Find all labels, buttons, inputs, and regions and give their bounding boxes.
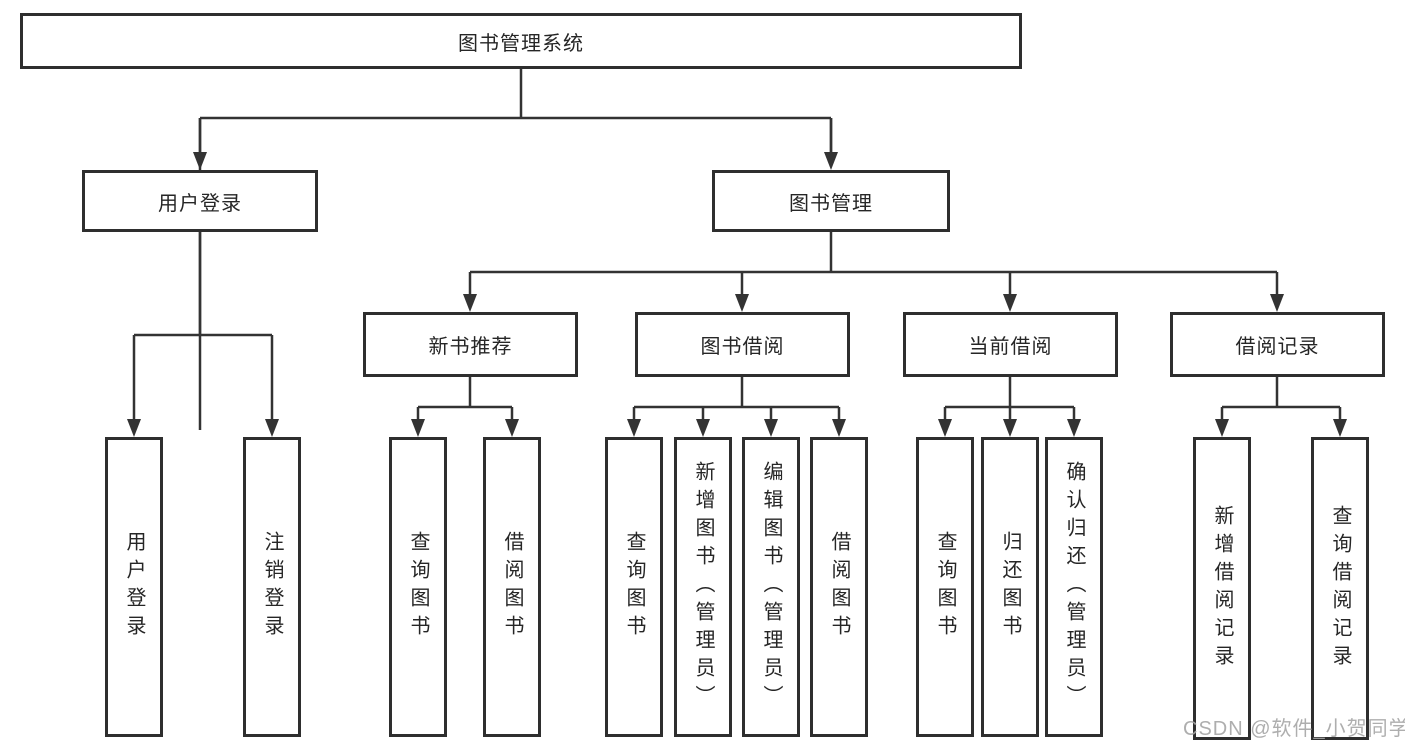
node-current-borrowing: 当前借阅 — [903, 312, 1118, 377]
leaf-query-books-2: 查询图书 — [605, 437, 663, 737]
node-label: 用户登录 — [158, 192, 242, 215]
node-label: 图书管理 — [789, 192, 873, 215]
node-label: 编辑图书（管理员） — [760, 461, 782, 713]
node-label: 查询图书 — [623, 531, 645, 643]
leaf-borrow-books-1: 借阅图书 — [483, 437, 541, 737]
node-label: 查询图书 — [407, 531, 429, 643]
node-label: 新书推荐 — [428, 336, 513, 358]
node-library-management-system: 图书管理系统 — [20, 13, 1022, 69]
node-label: 图书管理系统 — [458, 32, 584, 55]
leaf-add-books-admin: 新增图书（管理员） — [674, 437, 732, 737]
leaf-user-login: 用户登录 — [105, 437, 163, 737]
csdn-watermark: CSDN @软件_小贺同学 — [1183, 718, 1405, 740]
leaf-add-borrow-record: 新增借阅记录 — [1193, 437, 1251, 740]
node-book-borrowing: 图书借阅 — [635, 312, 850, 377]
node-label: 图书借阅 — [700, 336, 785, 358]
leaf-logout: 注销登录 — [243, 437, 301, 737]
node-label: 借阅图书 — [501, 531, 523, 643]
leaf-borrow-books-2: 借阅图书 — [810, 437, 868, 737]
leaf-confirm-return-admin: 确认归还（管理员） — [1045, 437, 1103, 737]
node-label: 借阅图书 — [828, 531, 850, 643]
node-label: 借阅记录 — [1235, 336, 1320, 358]
node-borrowing-records: 借阅记录 — [1170, 312, 1385, 377]
leaf-query-books-1: 查询图书 — [389, 437, 447, 737]
leaf-query-borrow-record: 查询借阅记录 — [1311, 437, 1369, 740]
node-label: 新增借阅记录 — [1211, 504, 1233, 673]
leaf-return-books: 归还图书 — [981, 437, 1039, 737]
node-label: 确认归还（管理员） — [1063, 461, 1085, 713]
node-new-book-recommendation: 新书推荐 — [363, 312, 578, 377]
node-label: 查询借阅记录 — [1329, 504, 1351, 673]
node-book-management: 图书管理 — [712, 170, 950, 232]
leaf-edit-books-admin: 编辑图书（管理员） — [742, 437, 800, 737]
node-label: 用户登录 — [123, 531, 145, 643]
node-label: 归还图书 — [999, 531, 1021, 643]
arrowheads — [127, 152, 1347, 437]
node-label: 查询图书 — [934, 531, 956, 643]
node-label: 注销登录 — [261, 531, 283, 643]
node-user-login: 用户登录 — [82, 170, 318, 232]
leaf-query-books-3: 查询图书 — [916, 437, 974, 737]
node-label: 新增图书（管理员） — [692, 461, 714, 713]
node-label: 当前借阅 — [968, 336, 1053, 358]
